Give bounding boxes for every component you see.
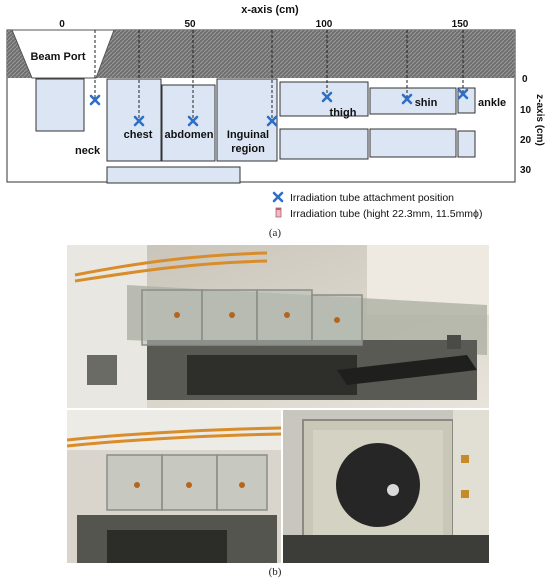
block-inguinal <box>216 78 278 162</box>
region-label-abdomen: abdomen <box>165 129 214 141</box>
block-ankle-lower <box>457 130 476 158</box>
z-tick-30: 30 <box>520 165 532 176</box>
marker-inguinal <box>266 115 278 127</box>
z-tick-0: 0 <box>522 74 528 85</box>
phantom-layout-diagram: x-axis (cm) 0 50 100 150 Beam Port <box>6 4 545 220</box>
photo-bottom-left <box>67 410 281 563</box>
region-label-inguinal-1: Inguinal <box>227 129 269 141</box>
region-label-chest: chest <box>124 129 153 141</box>
block-shin-upper <box>369 87 457 115</box>
region-label-ankle: ankle <box>478 97 506 109</box>
region-label-shin: shin <box>415 97 438 109</box>
z-tick-20: 20 <box>520 135 532 146</box>
marker-abdomen <box>187 115 199 127</box>
legend-attachment-text: Irradiation tube attachment position <box>290 192 454 204</box>
z-axis-title: z-axis (cm) <box>534 94 545 146</box>
marker-shin <box>401 93 413 105</box>
x-tick-0: 0 <box>59 19 65 30</box>
beam-port-label: Beam Port <box>30 51 85 63</box>
photo-top <box>67 245 489 408</box>
caption-a: (a) <box>268 227 282 239</box>
block-neck <box>35 78 85 132</box>
legend: Irradiation tube attachment position Irr… <box>272 191 482 220</box>
block-thigh-lower <box>279 128 369 160</box>
block-shin-lower <box>369 128 457 158</box>
marker-neck <box>89 94 101 106</box>
region-label-inguinal-2: region <box>231 143 265 155</box>
legend-tube-icon <box>275 207 282 218</box>
region-label-neck: neck <box>75 145 101 157</box>
block-chest <box>106 78 162 162</box>
marker-chest <box>133 115 145 127</box>
caption-b: (b) <box>268 566 282 578</box>
photo-bottom-right <box>283 410 489 563</box>
block-abdomen <box>161 84 216 162</box>
marker-guides <box>94 30 464 121</box>
x-axis-title: x-axis (cm) <box>241 4 299 16</box>
attachment-markers <box>89 88 469 127</box>
marker-ankle <box>457 88 469 100</box>
block-base <box>106 166 241 184</box>
legend-attachment-icon <box>272 191 284 203</box>
region-label-thigh: thigh <box>330 107 357 119</box>
x-tick-100: 100 <box>316 19 333 30</box>
legend-tube-text: Irradiation tube (hight 22.3mm, 11.5mmϕ) <box>290 208 482 220</box>
beam-port <box>11 29 115 79</box>
marker-thigh <box>321 91 333 103</box>
x-tick-150: 150 <box>452 19 469 30</box>
x-tick-50: 50 <box>184 19 196 30</box>
z-tick-10: 10 <box>520 105 532 116</box>
